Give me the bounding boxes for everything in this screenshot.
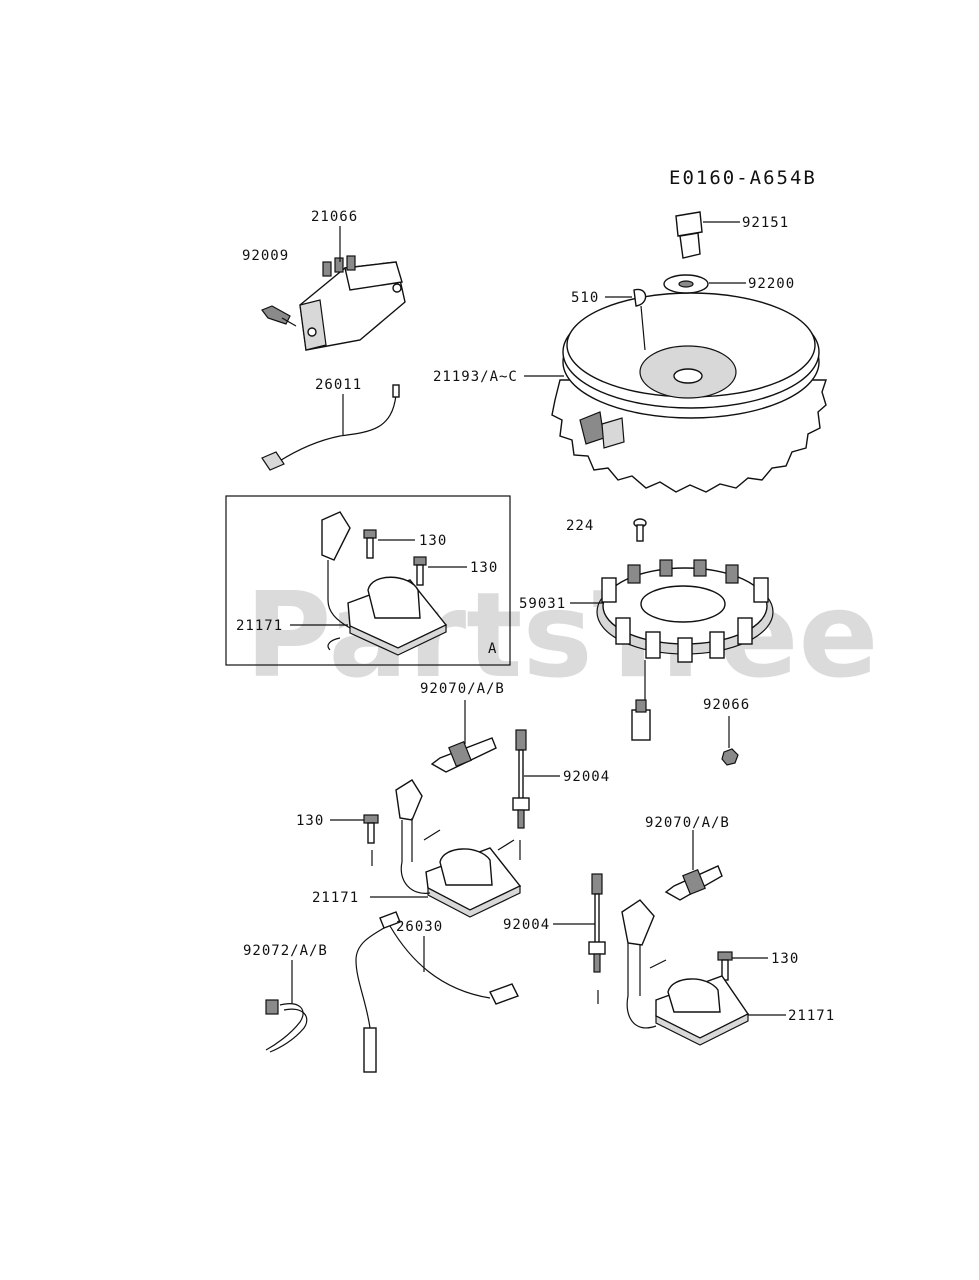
label-92070-right: 92070/A/B <box>645 815 730 831</box>
nut-92066[interactable] <box>721 748 739 766</box>
lead-wire-26030[interactable] <box>355 911 519 1073</box>
label-21066: 21066 <box>311 209 358 225</box>
label-59031: 59031 <box>519 596 566 612</box>
label-130-right: 130 <box>771 951 799 967</box>
regulator-bolt[interactable] <box>261 305 291 325</box>
inset-box <box>225 495 511 666</box>
watermark: PartsTree <box>245 566 879 704</box>
label-inset-21171: 21171 <box>236 618 283 634</box>
stud-92004-upper[interactable] <box>512 729 530 829</box>
inset-letter: A <box>488 641 497 657</box>
label-130-left: 130 <box>296 813 324 829</box>
inset-bolt-b[interactable] <box>413 556 427 586</box>
label-224: 224 <box>566 518 594 534</box>
label-92004-lower: 92004 <box>503 917 550 933</box>
label-21171-mid: 21171 <box>312 890 359 906</box>
ignition-coil-right[interactable] <box>621 899 750 1046</box>
stator-part[interactable] <box>596 559 774 741</box>
stator-bolt[interactable] <box>633 518 647 542</box>
flywheel-part[interactable] <box>551 292 827 493</box>
label-26030: 26030 <box>396 919 443 935</box>
label-21171-right: 21171 <box>788 1008 835 1024</box>
label-inset-130b: 130 <box>470 560 498 576</box>
label-92072: 92072/A/B <box>243 943 328 959</box>
inset-bolt-a[interactable] <box>363 529 377 559</box>
label-92151: 92151 <box>742 215 789 231</box>
label-92066: 92066 <box>703 697 750 713</box>
label-92200: 92200 <box>748 276 795 292</box>
label-inset-130a: 130 <box>419 533 447 549</box>
inset-ignition-coil[interactable] <box>321 511 448 656</box>
spark-plug-left[interactable] <box>430 737 497 773</box>
label-21193: 21193/A~C <box>433 369 518 385</box>
diagram-code: E0160-A654B <box>669 167 817 189</box>
bolt-130-right[interactable] <box>717 951 733 981</box>
bolt-130-left[interactable] <box>363 814 379 844</box>
lead-wire-26011[interactable] <box>261 384 400 471</box>
label-92004-upper: 92004 <box>563 769 610 785</box>
lead-wire-92072[interactable] <box>265 999 308 1053</box>
label-92070-left: 92070/A/B <box>420 681 505 697</box>
spark-plug-right[interactable] <box>664 865 723 901</box>
label-26011: 26011 <box>315 377 362 393</box>
flywheel-key[interactable] <box>633 288 647 307</box>
flywheel-bolt[interactable] <box>675 211 703 259</box>
flywheel-washer[interactable] <box>663 274 709 294</box>
label-510: 510 <box>571 290 599 306</box>
label-92009: 92009 <box>242 248 289 264</box>
regulator-part[interactable] <box>299 255 406 351</box>
ignition-coil-mid[interactable] <box>395 779 522 918</box>
stud-92004-lower[interactable] <box>588 873 606 973</box>
